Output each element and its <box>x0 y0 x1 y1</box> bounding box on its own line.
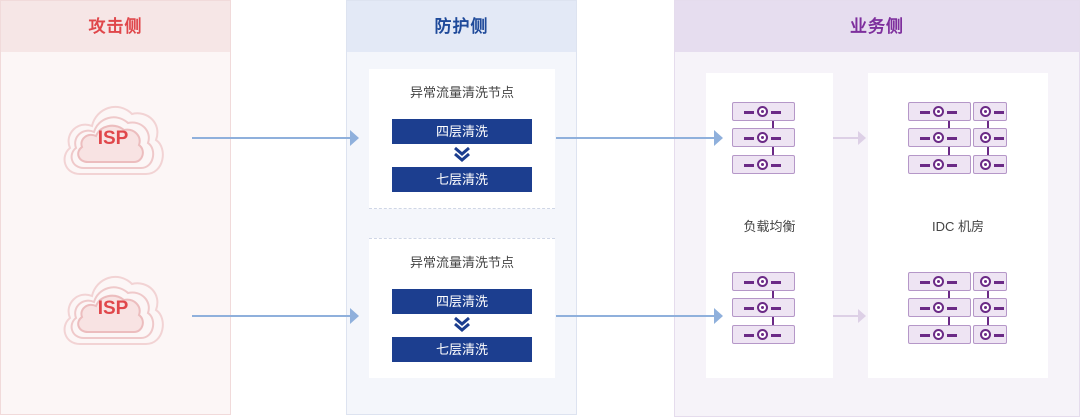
server-icon <box>973 128 1007 147</box>
server-icon <box>973 325 1007 344</box>
layer4-scrubbing-block: 四层清洗 <box>392 119 532 144</box>
layer7-scrubbing-block: 七层清洗 <box>392 167 532 192</box>
layer7-scrubbing-block: 七层清洗 <box>392 337 532 362</box>
isp-cloud-node: ISP <box>58 94 168 190</box>
scrubbing-node-title: 异常流量清洗节点 <box>409 255 514 270</box>
cloud-icon <box>63 275 164 345</box>
attack-side-column: 攻击侧 <box>0 0 231 415</box>
server-icon <box>908 128 971 147</box>
scrubbing-node: 异常流量清洗节点 四层清洗 七层清洗 <box>369 69 555 209</box>
chevron-down-icon <box>454 146 470 162</box>
server-icon <box>732 298 795 317</box>
attack-side-title: 攻击侧 <box>1 1 230 52</box>
layer4-scrubbing-block: 四层清洗 <box>392 289 532 314</box>
service-side-title: 业务侧 <box>675 1 1079 52</box>
cloud-icon <box>63 105 164 175</box>
server-icon <box>908 298 971 317</box>
server-icon <box>908 272 971 291</box>
scrubbing-node-title: 异常流量清洗节点 <box>409 85 514 100</box>
defense-side-title: 防护侧 <box>347 1 576 52</box>
isp-label: ISP <box>97 298 129 319</box>
chevron-down-icon <box>454 316 470 332</box>
arrow-right-icon <box>192 308 359 324</box>
load-balancer-label: 负载均衡 <box>743 219 796 234</box>
server-icon <box>908 102 971 121</box>
server-icon <box>973 102 1007 121</box>
server-icon <box>732 272 795 291</box>
server-icon <box>973 272 1007 291</box>
server-icon <box>908 325 971 344</box>
arrow-right-icon <box>556 308 723 324</box>
arrow-right-icon <box>833 131 866 145</box>
server-icon <box>908 155 971 174</box>
server-icon <box>973 155 1007 174</box>
arrow-right-icon <box>833 309 866 323</box>
arrow-right-icon <box>192 130 359 146</box>
server-icon <box>973 298 1007 317</box>
server-icon <box>732 128 795 147</box>
server-icon <box>732 155 795 174</box>
isp-label: ISP <box>97 128 129 149</box>
server-icon <box>732 102 795 121</box>
scrubbing-node: 异常流量清洗节点 四层清洗 七层清洗 <box>369 238 555 378</box>
arrow-right-icon <box>556 130 723 146</box>
server-icon <box>732 325 795 344</box>
isp-cloud-node: ISP <box>58 264 168 360</box>
idc-label: IDC 机房 <box>931 219 984 234</box>
